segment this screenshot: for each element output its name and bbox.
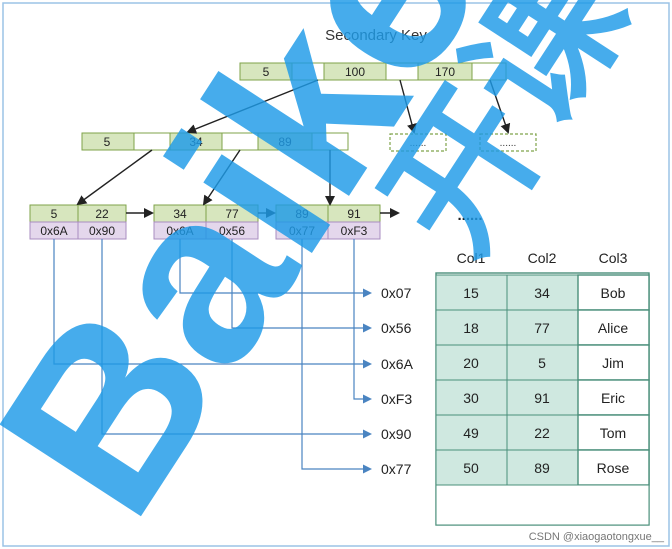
leaf1-key-0: 5 — [51, 207, 58, 221]
ptr-line-0x6A — [53, 239, 372, 369]
table-cell: 20 — [463, 355, 479, 371]
address-label: 0x07 — [381, 285, 412, 301]
address-label: 0x90 — [381, 426, 412, 442]
leaf-node-2: 34 77 0x6A 0x56 — [153, 204, 259, 240]
leaf2-ptr-0: 0x6A — [166, 224, 193, 238]
table-cell: 30 — [463, 390, 479, 406]
ptr-line-0xF3 — [353, 239, 372, 404]
leaf1-ptr-1: 0x90 — [89, 224, 115, 238]
ptr-line-0x90 — [101, 239, 372, 439]
address-label: 0x56 — [381, 320, 412, 336]
table-cell: 5 — [538, 355, 546, 371]
address-label: 0x6A — [381, 356, 414, 372]
root-key-2: 170 — [435, 65, 455, 79]
table-header-col3: Col3 — [599, 250, 628, 266]
ptr-line-0x07 — [179, 239, 372, 298]
leaf-ellipsis: ...... — [457, 207, 482, 224]
data-table: Col1 Col2 Col3 15 34 Bob 18 77 Alice 20 … — [435, 250, 650, 526]
table-cell: Rose — [597, 460, 630, 476]
address-label: 0xF3 — [381, 391, 412, 407]
leaf2-key-0: 34 — [173, 207, 187, 221]
root-to-placeholder1-arrow — [399, 79, 417, 134]
root-to-placeholder2-arrow — [489, 79, 511, 134]
footer-credit: CSDN @xiaogaotongxue__ — [529, 531, 665, 543]
root-to-level2-arrow — [186, 79, 319, 134]
table-cell: Alice — [598, 320, 629, 336]
root-node: 5 100 170 — [239, 62, 507, 81]
table-cell: 50 — [463, 460, 479, 476]
table-header-col1: Col1 — [457, 250, 486, 266]
leaf-node-3: 89 91 0x77 0xF3 — [275, 204, 381, 240]
pointer-lines — [53, 239, 372, 474]
leaf2-key-1: 77 — [225, 207, 239, 221]
level2-node: 5 34 89 — [81, 132, 349, 151]
leaf2-ptr-1: 0x56 — [219, 224, 245, 238]
tree-arrows — [76, 79, 511, 218]
leaf1-key-1: 22 — [95, 207, 109, 221]
table-cell: 77 — [534, 320, 550, 336]
table-cell: 18 — [463, 320, 479, 336]
level2-to-leaf1-arrow — [76, 149, 153, 206]
level2-key-1: 34 — [189, 135, 203, 149]
table-cell: 34 — [534, 285, 550, 301]
table-cell: 22 — [534, 425, 550, 441]
table-cell: Bob — [601, 285, 626, 301]
table-empty-row — [435, 484, 650, 526]
level2-key-0: 5 — [104, 135, 111, 149]
leaf3-key-1: 91 — [347, 207, 361, 221]
table-header-col2: Col2 — [528, 250, 557, 266]
ptr-line-0x56 — [231, 239, 372, 333]
placeholder-dots-1: ...... — [410, 138, 427, 149]
table-cell: 15 — [463, 285, 479, 301]
level2-key-2: 89 — [278, 135, 292, 149]
root-key-0: 5 — [263, 65, 270, 79]
table-cell: 91 — [534, 390, 550, 406]
leaf3-ptr-1: 0xF3 — [341, 224, 368, 238]
placeholder-node-2: ...... — [479, 133, 537, 152]
diagram-title: Secondary Key — [325, 27, 427, 44]
table-cell: Eric — [601, 390, 625, 406]
placeholder-dots-2: ...... — [500, 138, 517, 149]
address-labels: 0x07 0x56 0x6A 0xF3 0x90 0x77 — [381, 285, 414, 477]
level2-to-leaf2-arrow — [202, 149, 241, 206]
root-key-1: 100 — [345, 65, 365, 79]
address-label: 0x77 — [381, 461, 412, 477]
ptr-line-0x77 — [301, 239, 372, 474]
leaf-node-1: 5 22 0x6A 0x90 — [29, 204, 127, 240]
placeholder-node-1: ...... — [389, 133, 447, 152]
table-cell: 49 — [463, 425, 479, 441]
table-cell: Jim — [602, 355, 624, 371]
leaf3-ptr-0: 0x77 — [289, 224, 315, 238]
leaf3-key-0: 89 — [295, 207, 309, 221]
table-cell: Tom — [600, 425, 626, 441]
table-cell: 89 — [534, 460, 550, 476]
leaf1-ptr-0: 0x6A — [40, 224, 67, 238]
